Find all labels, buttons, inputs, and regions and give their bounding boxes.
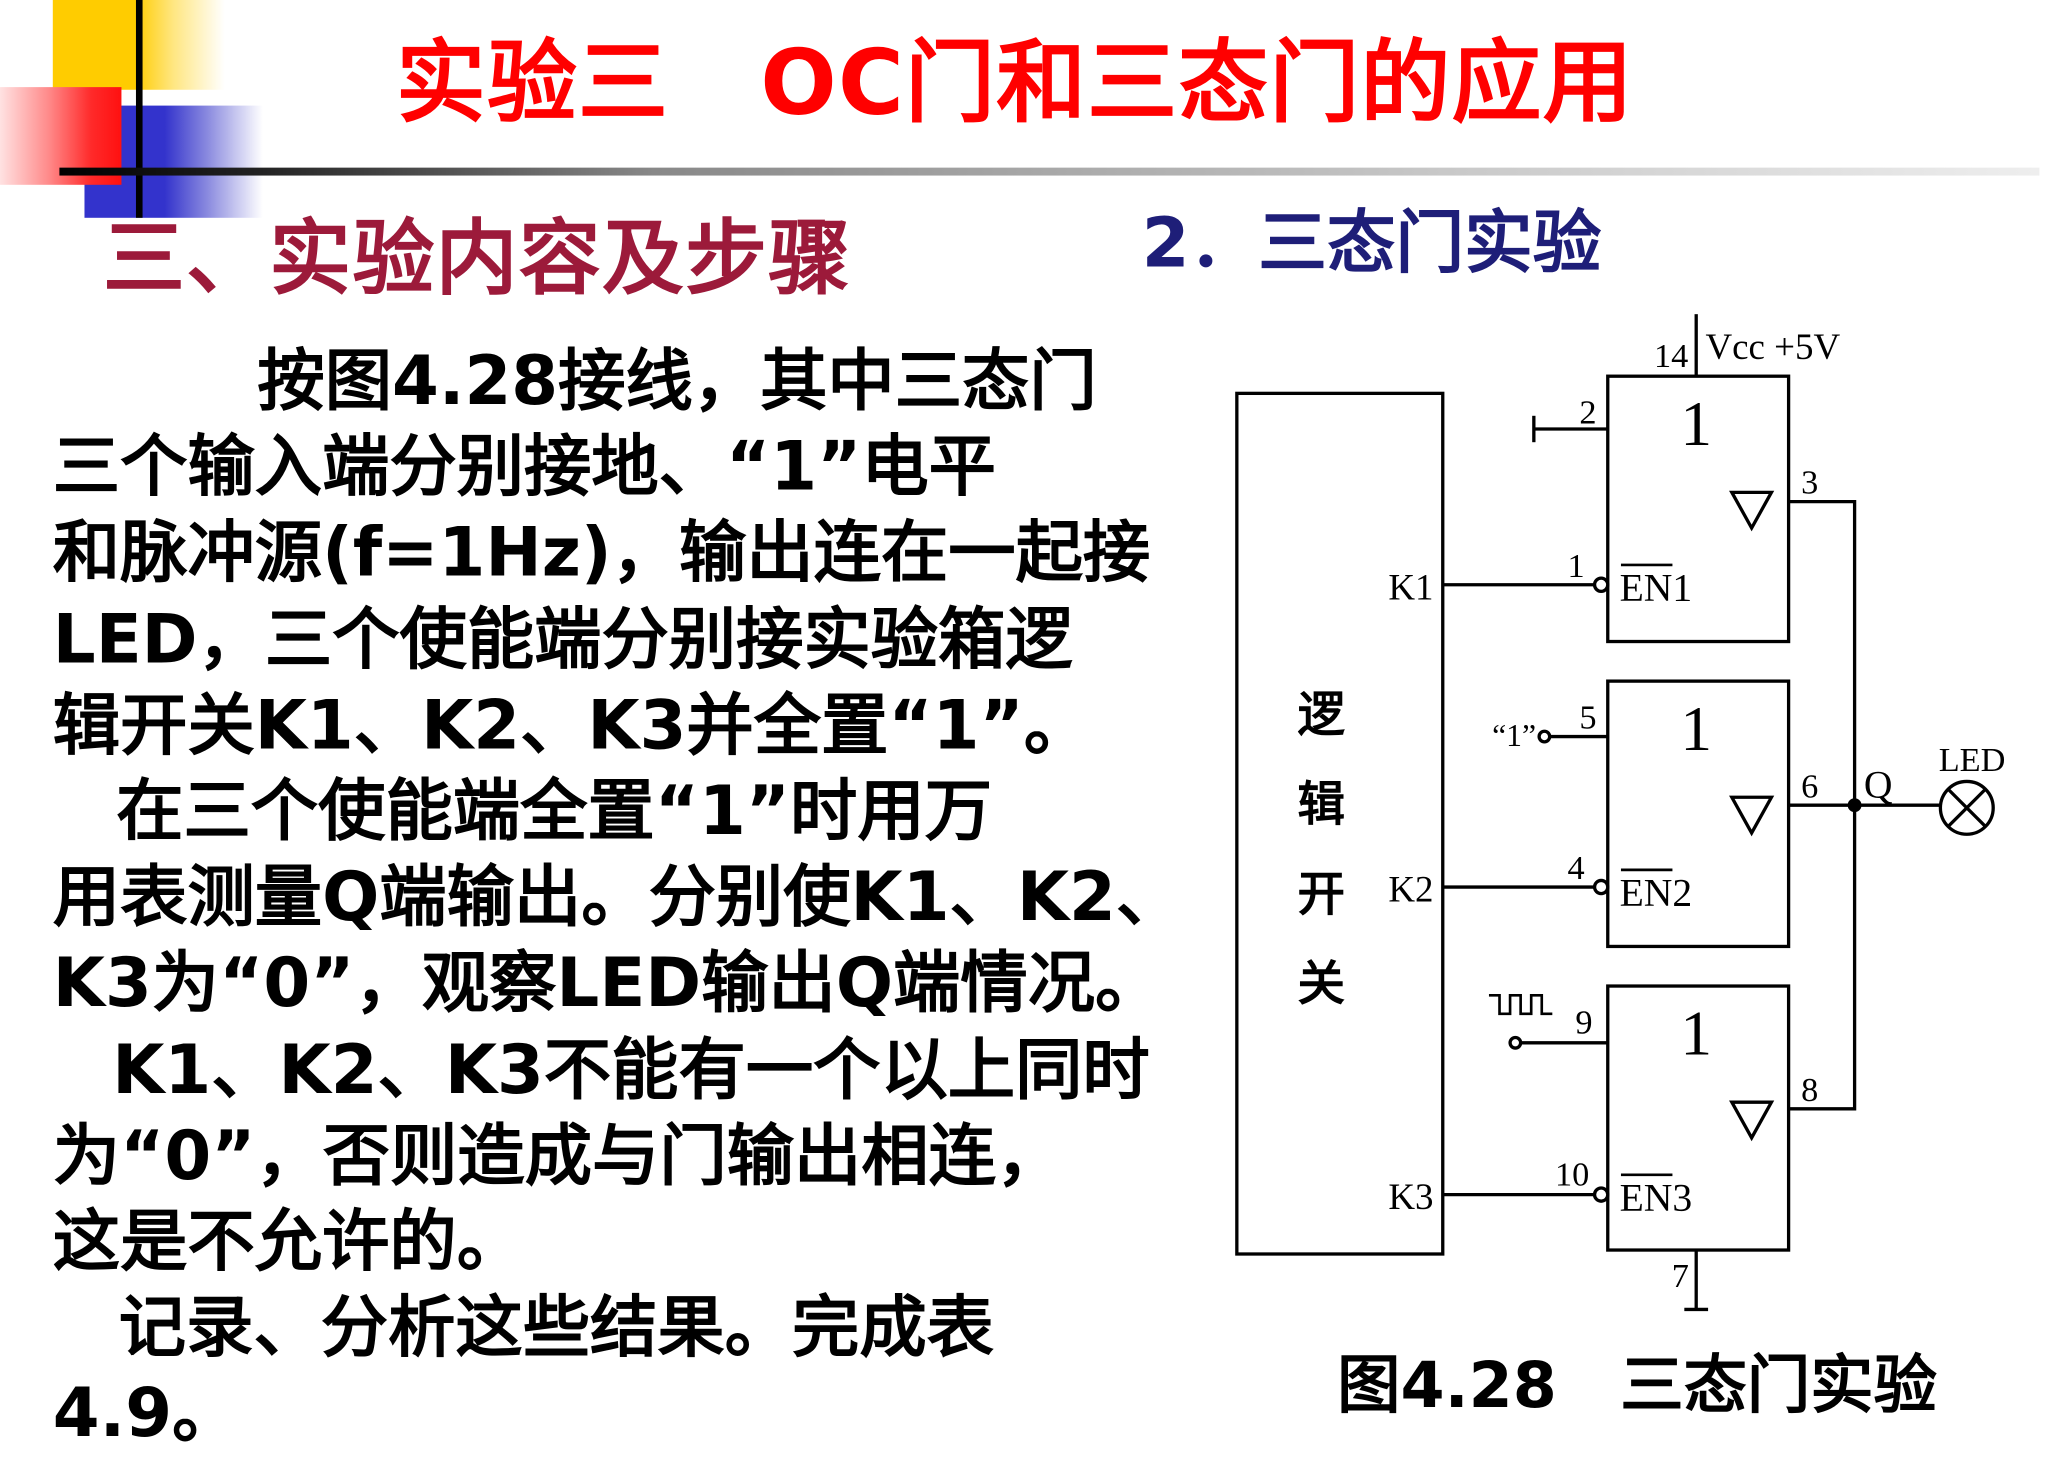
gate-2-enable-label: EN2 [1620,871,1693,915]
gate-2-output-pin-number: 6 [1801,767,1818,805]
gate-3-enable-label: EN3 [1620,1175,1693,1219]
body-text-line: K1、K2、K3不能有一个以上同时 [112,1031,1150,1110]
gate-1-input-pin-number: 2 [1579,394,1596,432]
inversion-bubble-icon [1592,576,1610,594]
led-lamp-icon [1938,779,1995,836]
switch-label-k3: K3 [1388,1176,1433,1217]
body-text-line: 三个输入端分别接地、“1”电平 [52,429,996,508]
body-text-line: 这是不允许的。 [52,1203,525,1282]
figure-caption: 图4.28 三态门实验 [1337,1349,1938,1423]
ground-pin-number: 7 [1672,1257,1689,1295]
tristate-gate-3 [1606,984,1791,1252]
body-text-line: 辑开关K1、K2、K3并全置“1”。 [52,687,1092,766]
high-level-terminal [1537,729,1552,744]
gate-1-buffer-symbol: 1 [1680,389,1712,459]
inversion-bubble-icon [1592,1186,1610,1203]
led-label: LED [1939,741,2006,779]
gate-1-enable-pin-number: 1 [1568,547,1585,585]
gate-2-buffer-symbol: 1 [1680,694,1712,764]
gate-3-output-pin-number: 8 [1801,1071,1818,1109]
body-text-line: LED，三个使能端分别接实验箱逻 [52,601,1073,680]
tristate-buffer-triangle-icon [1729,490,1775,532]
switch-label-k1: K1 [1388,566,1433,607]
section-heading: 三、实验内容及步骤 [102,209,852,307]
body-text-line: 为“0”，否则造成与门输出相连， [52,1117,1064,1196]
gate-2-enable-pin-number: 4 [1568,849,1585,887]
tristate-buffer-triangle-icon [1729,1100,1775,1142]
logic-switch-label: 逻辑开关 [1289,689,1344,1049]
body-text-line: 用表测量Q端输出。分别使K1、K2、 [52,859,1184,938]
output-junction-dot [1847,798,1862,813]
tristate-gate-2 [1606,679,1791,949]
gate-1-enable-label: EN1 [1620,566,1693,610]
body-text-line: 记录、分析这些结果。完成表 [118,1289,994,1368]
gate-3-enable-pin-number: 10 [1555,1155,1589,1193]
power-pin-number: 14 [1654,337,1688,375]
gate-3-buffer-symbol: 1 [1680,999,1712,1069]
body-text: 按图4.28接线，其中三态门 三个输入端分别接地、“1”电平 和脉冲源(f=1H… [53,339,1215,1458]
logic-switch-box [1235,391,1445,1256]
pulse-source-icon [1488,993,1553,1016]
power-supply-label: Vcc +5V [1705,326,1840,367]
tristate-gate-1 [1606,374,1791,644]
body-text-line: 4.9。 [52,1375,240,1454]
gate-1-output-pin-number: 3 [1801,464,1818,502]
tristate-buffer-triangle-icon [1729,795,1775,837]
corner-decoration-vertical-rule [135,0,143,218]
high-level-input-label: “1” [1492,718,1536,753]
pulse-terminal [1508,1035,1523,1050]
body-text-line: K3为“0”，观察LED输出Q端情况。 [52,945,1163,1024]
inversion-bubble-icon [1592,878,1610,896]
output-node-label: Q [1864,762,1893,806]
slide-title: 实验三 OC门和三态门的应用 [396,31,1634,136]
title-underline-rule [59,167,2040,176]
body-text-line: 和脉冲源(f=1Hz)，输出连在一起接 [52,515,1151,594]
body-text-line: 按图4.28接线，其中三态门 [257,343,1097,422]
gate-2-input-pin-number: 5 [1579,699,1596,737]
gate-3-input-pin-number: 9 [1575,1004,1592,1042]
body-text-line: 在三个使能端全置“1”时用万 [116,773,993,852]
subsection-heading: 2．三态门实验 [1141,204,1602,284]
switch-label-k2: K2 [1388,869,1433,910]
